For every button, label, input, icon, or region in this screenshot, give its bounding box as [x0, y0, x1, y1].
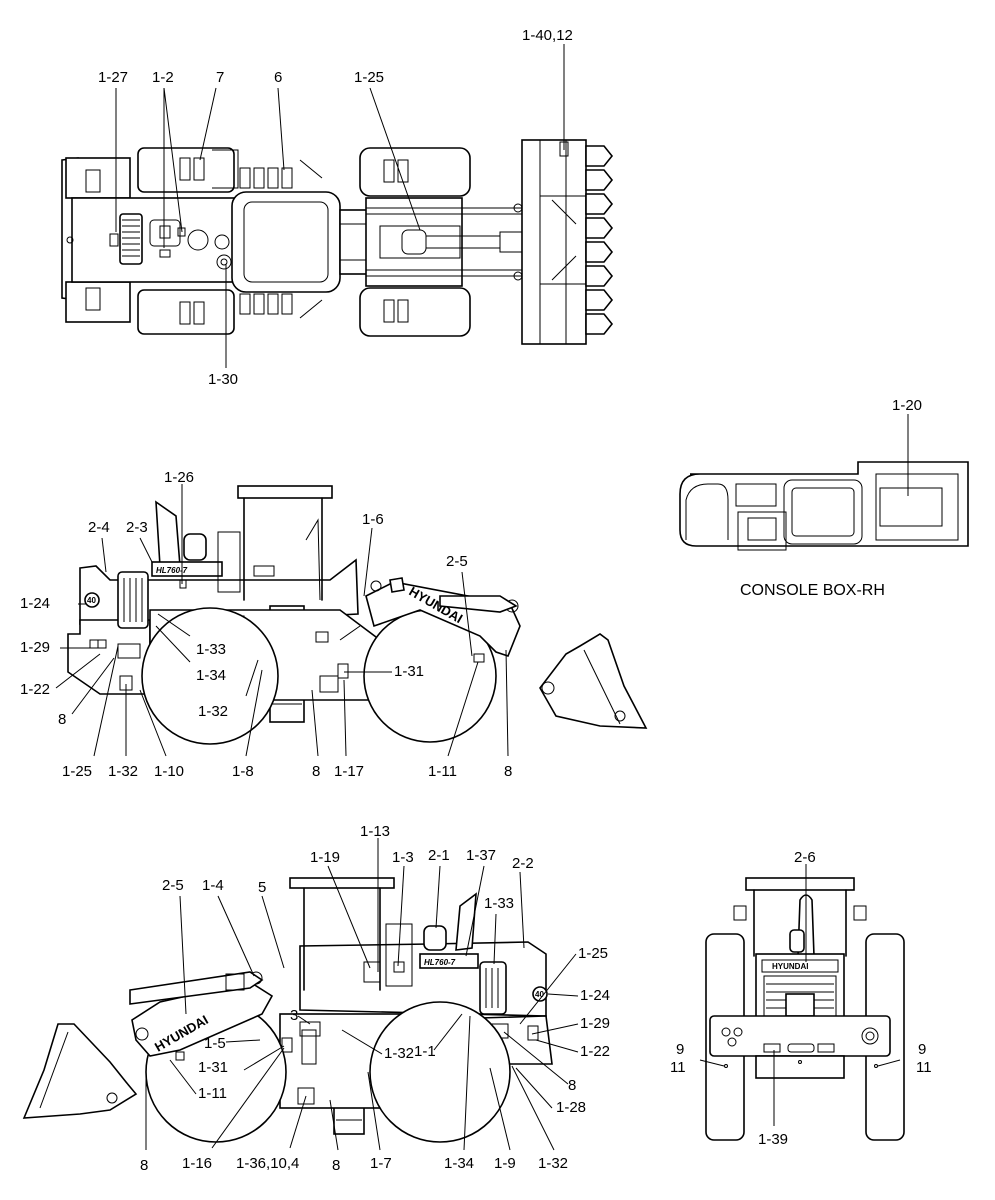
label-2-4: 2-4 [88, 519, 110, 536]
label-6: 6 [274, 69, 282, 86]
label-8-right-c: 8 [332, 1157, 340, 1174]
label-1-33-right: 1-33 [484, 895, 514, 912]
label-1-5: 1-5 [204, 1035, 226, 1052]
label-1-6: 1-6 [362, 511, 384, 528]
badge-40-right: 40 [535, 990, 544, 999]
label-1-36-10-4: 1-36,10,4 [236, 1155, 299, 1172]
label-11-left: 11 [670, 1059, 686, 1076]
label-1-13: 1-13 [360, 823, 390, 840]
label-8-right-a: 8 [568, 1077, 576, 1094]
model-name-left: HL760-7 [156, 566, 188, 575]
label-7: 7 [216, 69, 224, 86]
label-3: 3 [290, 1007, 298, 1024]
label-1-16: 1-16 [182, 1155, 212, 1172]
label-1-40-12: 1-40,12 [522, 27, 573, 44]
label-1-9: 1-9 [494, 1155, 516, 1172]
label-1-3: 1-3 [392, 849, 414, 866]
label-1-25-side: 1-25 [62, 763, 92, 780]
label-1-32-right-b: 1-32 [538, 1155, 568, 1172]
label-1-33: 1-33 [196, 641, 226, 658]
side-view-right: HL760-7 HYUNDAI [22, 823, 610, 1174]
label-1-2: 1-2 [152, 69, 174, 86]
label-1-31: 1-31 [394, 663, 424, 680]
label-8-a: 8 [58, 711, 66, 728]
label-1-1: 1-1 [414, 1043, 436, 1060]
label-1-39: 1-39 [758, 1131, 788, 1148]
label-1-34: 1-34 [196, 667, 226, 684]
label-8-c: 8 [504, 763, 512, 780]
side-view-left: HL760-7 HYUNDAI [20, 469, 648, 780]
label-1-24-right: 1-24 [580, 987, 610, 1004]
label-1-4: 1-4 [202, 877, 224, 894]
rear-view: HYUNDAI 2-6 9 11 9 11 1-39 [670, 849, 932, 1148]
label-1-34-right: 1-34 [444, 1155, 474, 1172]
label-2-6: 2-6 [794, 849, 816, 866]
label-1-26: 1-26 [164, 469, 194, 486]
label-1-25: 1-25 [354, 69, 384, 86]
label-11-right: 11 [916, 1059, 932, 1076]
label-2-2: 2-2 [512, 855, 534, 872]
label-1-32-a: 1-32 [198, 703, 228, 720]
label-1-8: 1-8 [232, 763, 254, 780]
label-1-7: 1-7 [370, 1155, 392, 1172]
label-2-1: 2-1 [428, 847, 450, 864]
label-1-30: 1-30 [208, 371, 238, 388]
label-1-25-right: 1-25 [578, 945, 608, 962]
label-1-10: 1-10 [154, 763, 184, 780]
label-1-32-right-a: 1-32 [384, 1045, 414, 1062]
label-1-27: 1-27 [98, 69, 128, 86]
label-1-22: 1-22 [20, 681, 50, 698]
label-1-37: 1-37 [466, 847, 496, 864]
console-box-view: 1-20 CONSOLE BOX-RH [679, 397, 969, 599]
brand-logo-rear: HYUNDAI [772, 962, 808, 971]
label-1-32-b: 1-32 [108, 763, 138, 780]
label-1-11: 1-11 [428, 763, 457, 780]
model-name-right: HL760-7 [424, 958, 456, 967]
label-2-3: 2-3 [126, 519, 148, 536]
label-1-19: 1-19 [310, 849, 340, 866]
label-1-20: 1-20 [892, 397, 922, 414]
label-9-right: 9 [918, 1041, 926, 1058]
label-1-28: 1-28 [556, 1099, 586, 1116]
label-1-29-right: 1-29 [580, 1015, 610, 1032]
label-5: 5 [258, 879, 266, 896]
label-1-29: 1-29 [20, 639, 50, 656]
label-1-31-right: 1-31 [198, 1059, 228, 1076]
label-1-22-right: 1-22 [580, 1043, 610, 1060]
badge-40-left: 40 [87, 596, 96, 605]
label-1-11-right: 1-11 [198, 1085, 227, 1102]
label-2-5: 2-5 [446, 553, 468, 570]
label-8-b: 8 [312, 763, 320, 780]
top-view: 1-27 1-2 7 6 1-25 1-40,12 1-30 [61, 27, 614, 388]
label-1-17: 1-17 [334, 763, 364, 780]
label-8-right-b: 8 [140, 1157, 148, 1174]
label-1-24: 1-24 [20, 595, 50, 612]
label-2-5-right: 2-5 [162, 877, 184, 894]
console-box-caption: CONSOLE BOX-RH [740, 582, 885, 599]
label-9-left: 9 [676, 1041, 684, 1058]
